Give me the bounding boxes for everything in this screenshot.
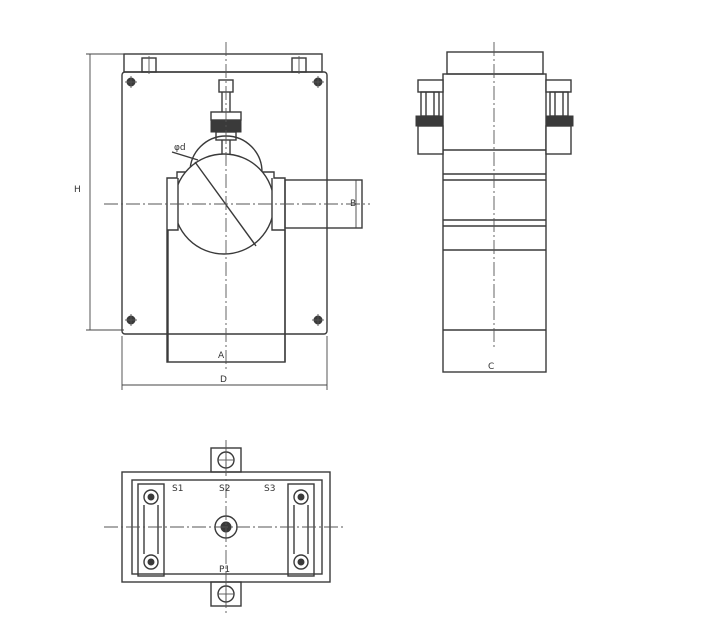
side-bottom-label: C xyxy=(488,362,494,372)
terminal-s1-label: S1 xyxy=(172,484,183,494)
terminal-s2-label: S2 xyxy=(219,484,230,494)
window-label: A xyxy=(218,351,225,361)
front-view: φd B H A D xyxy=(74,42,370,390)
depth-label: D xyxy=(220,375,227,385)
side-top-bracket xyxy=(446,51,544,75)
top-view: S1 S2 S3 P1 xyxy=(104,440,345,615)
secondary-strip-left xyxy=(137,483,165,577)
side-terminal-left-icon xyxy=(415,79,444,155)
diameter-label: φd xyxy=(174,143,186,153)
side-terminal-right-icon xyxy=(545,79,574,155)
secondary-strip-right xyxy=(287,483,315,577)
secondary-screw-icon xyxy=(143,489,309,570)
side-view: C xyxy=(415,42,574,373)
side-body xyxy=(442,73,547,373)
front-window-opening xyxy=(166,135,286,363)
height-label: H xyxy=(74,185,81,195)
front-body xyxy=(121,71,328,335)
primary-p1-label: P1 xyxy=(219,565,230,575)
terminal-s3-label: S3 xyxy=(264,484,275,494)
corner-screw-icon xyxy=(125,76,324,326)
